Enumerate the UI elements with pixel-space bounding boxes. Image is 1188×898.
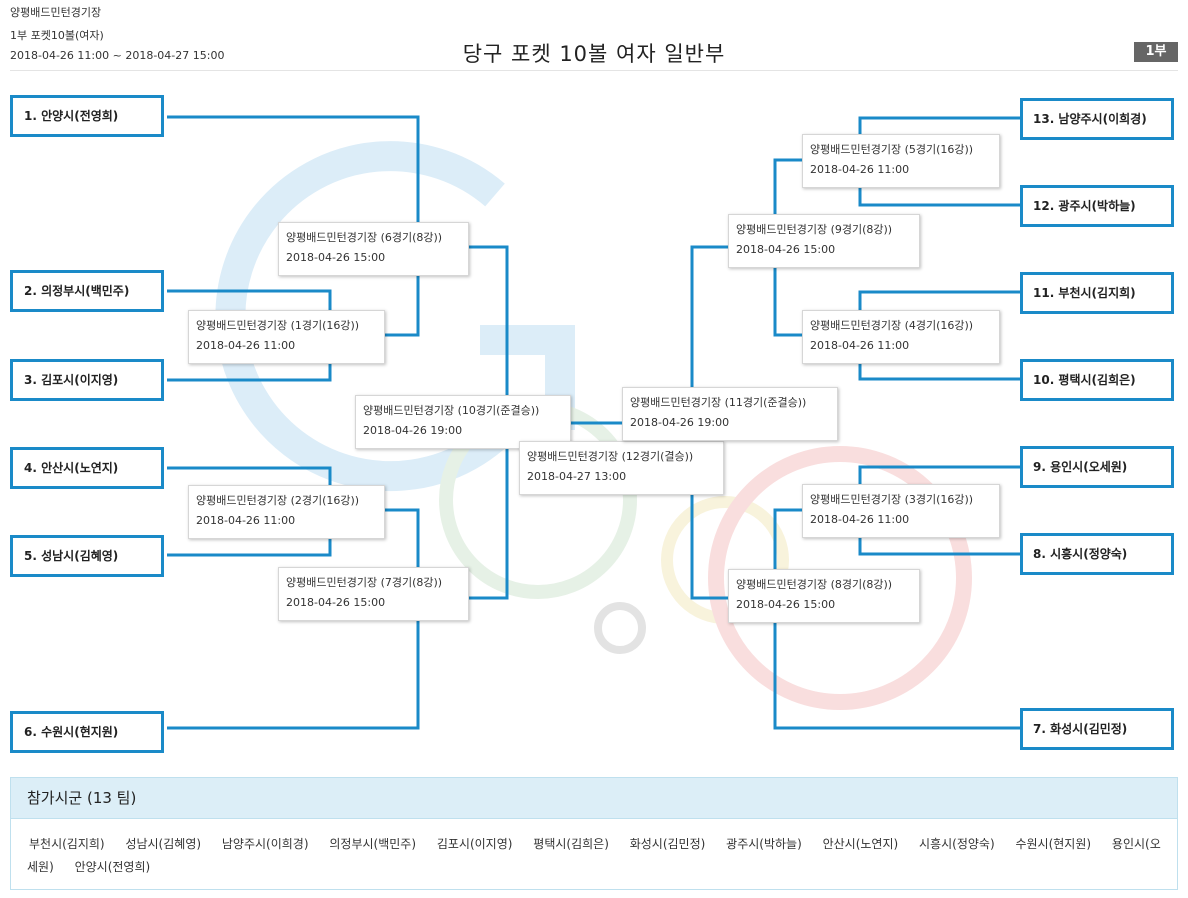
match-card-8[interactable]: 양평배드민턴경기장 (8경기(8강)) 2018-04-26 15:00 — [728, 569, 920, 623]
match-title: 양평배드민턴경기장 (8경기(8강)) — [736, 578, 893, 591]
team-slot-13[interactable]: 13. 남양주시(이희경) — [1020, 98, 1174, 140]
match-card-5[interactable]: 양평배드민턴경기장 (5경기(16강)) 2018-04-26 11:00 — [802, 134, 1000, 188]
team-slot-1[interactable]: 1. 안양시(전영희) — [10, 95, 164, 137]
page-title: 당구 포켓 10볼 여자 일반부 — [462, 42, 726, 66]
division-badge: 1부 — [1134, 42, 1178, 62]
match-title: 양평배드민턴경기장 (10경기(준결승)) — [363, 404, 540, 417]
participant-item[interactable]: 의정부시(백민주) — [329, 837, 417, 851]
team-slot-11[interactable]: 11. 부천시(김지희) — [1020, 272, 1174, 314]
participant-item[interactable]: 광주시(박하늘) — [726, 837, 802, 851]
match-title: 양평배드민턴경기장 (9경기(8강)) — [736, 223, 893, 236]
participant-item[interactable]: 안양시(전영희) — [74, 860, 151, 874]
team-slot-10[interactable]: 10. 평택시(김희은) — [1020, 359, 1174, 401]
match-datetime: 2018-04-26 11:00 — [810, 339, 910, 352]
match-title: 양평배드민턴경기장 (12경기(결승)) — [527, 450, 694, 463]
match-title: 양평배드민턴경기장 (5경기(16강)) — [810, 143, 974, 156]
match-title: 양평배드민턴경기장 (4경기(16강)) — [810, 319, 974, 332]
match-title: 양평배드민턴경기장 (1경기(16강)) — [196, 319, 360, 332]
team-slot-3[interactable]: 3. 김포시(이지영) — [10, 359, 164, 401]
participant-item[interactable]: 수원시(현지원) — [1015, 837, 1092, 851]
match-title: 양평배드민턴경기장 (11경기(준결승)) — [630, 396, 807, 409]
match-title: 양평배드민턴경기장 (7경기(8강)) — [286, 576, 443, 589]
match-datetime: 2018-04-26 15:00 — [286, 596, 386, 609]
match-title: 양평배드민턴경기장 (6경기(8강)) — [286, 231, 443, 244]
match-datetime: 2018-04-26 11:00 — [196, 514, 296, 527]
participant-item[interactable]: 부천시(김지희) — [29, 837, 105, 851]
match-datetime: 2018-04-26 11:00 — [810, 513, 910, 526]
header-divider — [10, 70, 1178, 71]
participant-item[interactable]: 용인시(오세원) — [27, 837, 1161, 874]
match-datetime: 2018-04-26 19:00 — [363, 424, 463, 437]
event-period: 2018-04-26 11:00 ~ 2018-04-27 15:00 — [10, 49, 225, 62]
bracket-lines — [167, 115, 1021, 730]
match-card-10[interactable]: 양평배드민턴경기장 (10경기(준결승)) 2018-04-26 19:00 — [355, 395, 571, 449]
match-card-7[interactable]: 양평배드민턴경기장 (7경기(8강)) 2018-04-26 15:00 — [278, 567, 469, 621]
participant-item[interactable]: 안산시(노연지) — [822, 837, 899, 851]
participant-item[interactable]: 평택시(김희은) — [533, 837, 609, 851]
participant-item[interactable]: 화성시(김민정) — [629, 837, 706, 851]
participant-item[interactable]: 김포시(이지영) — [436, 837, 513, 851]
match-card-9[interactable]: 양평배드민턴경기장 (9경기(8강)) 2018-04-26 15:00 — [728, 214, 920, 268]
match-card-12[interactable]: 양평배드민턴경기장 (12경기(결승)) 2018-04-27 13:00 — [519, 441, 724, 495]
participant-item[interactable]: 시흥시(정양숙) — [919, 837, 995, 851]
match-datetime: 2018-04-26 11:00 — [810, 163, 910, 176]
venue-name: 양평배드민턴경기장 — [10, 6, 102, 19]
participants-panel: 참가시군 (13 팀) 부천시(김지희) 성남시(김혜영) 남양주시(이희경) … — [10, 777, 1178, 890]
match-datetime: 2018-04-26 19:00 — [630, 416, 730, 429]
match-datetime: 2018-04-26 11:00 — [196, 339, 296, 352]
match-datetime: 2018-04-26 15:00 — [736, 243, 836, 256]
event-name: 1부 포켓10볼(여자) — [10, 29, 104, 42]
team-slot-2[interactable]: 2. 의정부시(백민주) — [10, 270, 164, 312]
match-card-3[interactable]: 양평배드민턴경기장 (3경기(16강)) 2018-04-26 11:00 — [802, 484, 1000, 538]
match-datetime: 2018-04-26 15:00 — [286, 251, 386, 264]
team-slot-8[interactable]: 8. 시흥시(정양숙) — [1020, 533, 1174, 575]
participants-list: 부천시(김지희) 성남시(김혜영) 남양주시(이희경) 의정부시(백민주) 김포… — [11, 819, 1177, 879]
participants-heading: 참가시군 (13 팀) — [11, 778, 1177, 819]
match-title: 양평배드민턴경기장 (2경기(16강)) — [196, 494, 360, 507]
match-card-4[interactable]: 양평배드민턴경기장 (4경기(16강)) 2018-04-26 11:00 — [802, 310, 1000, 364]
match-card-6[interactable]: 양평배드민턴경기장 (6경기(8강)) 2018-04-26 15:00 — [278, 222, 469, 276]
match-datetime: 2018-04-26 15:00 — [736, 598, 836, 611]
team-slot-12[interactable]: 12. 광주시(박하늘) — [1020, 185, 1174, 227]
match-card-1[interactable]: 양평배드민턴경기장 (1경기(16강)) 2018-04-26 11:00 — [188, 310, 385, 364]
match-card-11[interactable]: 양평배드민턴경기장 (11경기(준결승)) 2018-04-26 19:00 — [622, 387, 838, 441]
team-slot-7[interactable]: 7. 화성시(김민정) — [1020, 708, 1174, 750]
match-title: 양평배드민턴경기장 (3경기(16강)) — [810, 493, 974, 506]
team-slot-6[interactable]: 6. 수원시(현지원) — [10, 711, 164, 753]
team-slot-4[interactable]: 4. 안산시(노연지) — [10, 447, 164, 489]
participant-item[interactable]: 성남시(김혜영) — [125, 837, 202, 851]
team-slot-5[interactable]: 5. 성남시(김혜영) — [10, 535, 164, 577]
match-datetime: 2018-04-27 13:00 — [527, 470, 627, 483]
participant-item[interactable]: 남양주시(이희경) — [221, 837, 309, 851]
bracket-canvas — [167, 115, 1021, 730]
match-card-2[interactable]: 양평배드민턴경기장 (2경기(16강)) 2018-04-26 11:00 — [188, 485, 385, 539]
team-slot-9[interactable]: 9. 용인시(오세원) — [1020, 446, 1174, 488]
